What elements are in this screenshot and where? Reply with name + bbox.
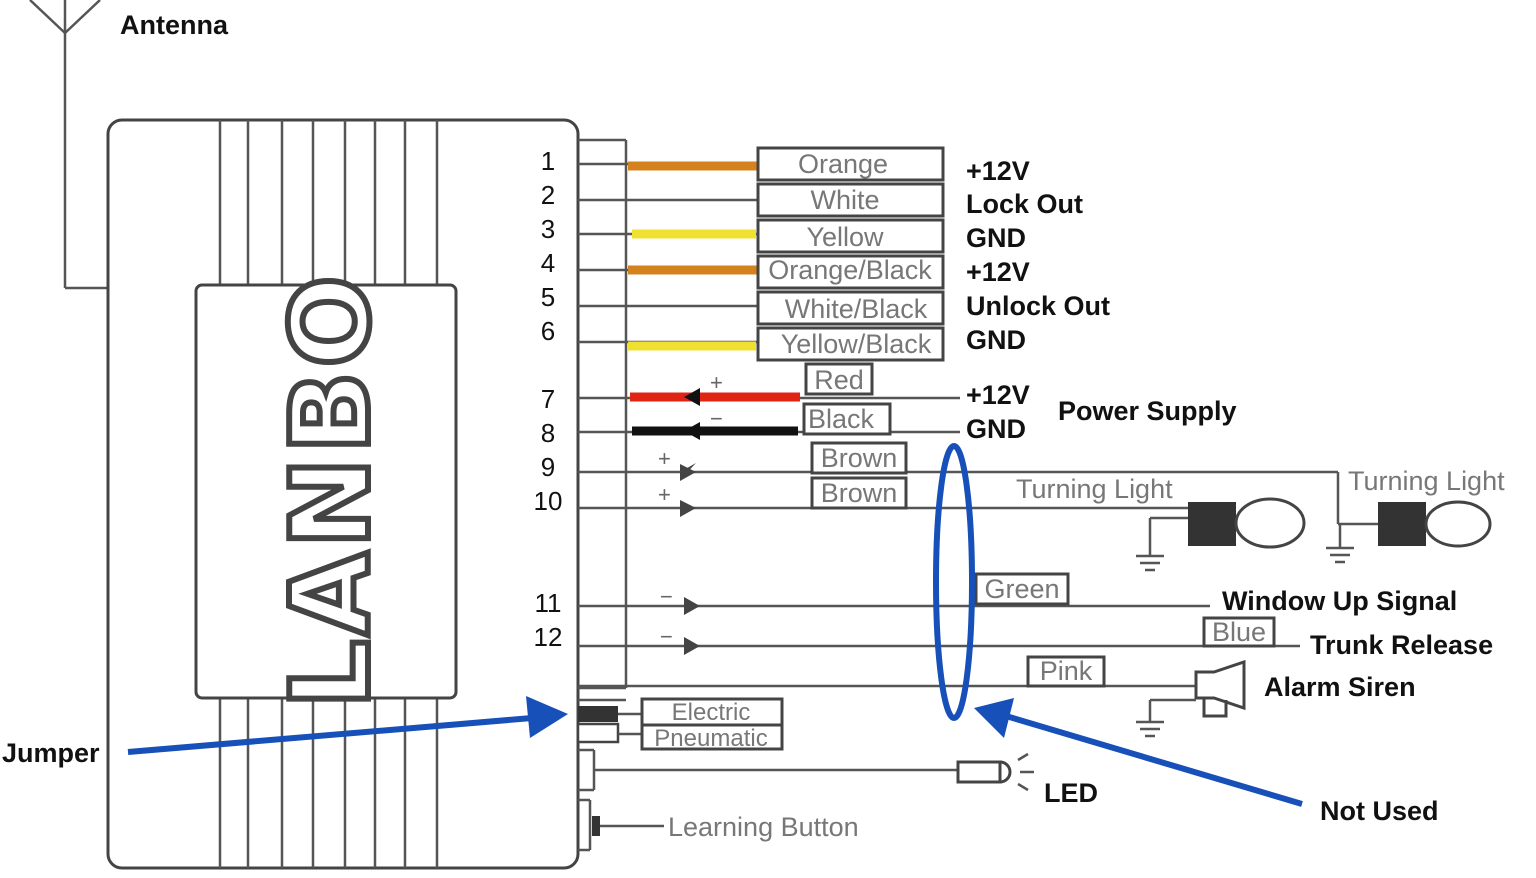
- brand-logo: LANBO: [269, 272, 394, 709]
- pin-number: 12: [534, 622, 563, 652]
- pneumatic-option-box: [640, 723, 784, 751]
- electric-option-box: [640, 697, 784, 727]
- pin-function: GND: [966, 223, 1026, 253]
- wire-color-label: White: [810, 185, 879, 215]
- arrow-icon: [684, 637, 700, 655]
- siren-icon: [1136, 659, 1246, 738]
- wire-color-label: Brown: [821, 443, 898, 473]
- antenna-label: Antenna: [120, 10, 229, 40]
- pin-number: 1: [541, 146, 555, 176]
- led-wiring: [578, 748, 960, 792]
- arrow-icon: [684, 597, 700, 615]
- pin-function: +12V: [966, 257, 1030, 287]
- pin-number: 5: [541, 282, 555, 312]
- pin-number: 3: [541, 214, 555, 244]
- wire-color-label: Green: [984, 574, 1059, 604]
- wire-label-box: [756, 218, 945, 254]
- polarity-sign: −: [660, 624, 673, 649]
- module-top-stripes: [218, 120, 439, 285]
- pin-number: 7: [541, 384, 555, 414]
- wire-label-box: [1202, 616, 1276, 648]
- connector-header: [578, 138, 628, 702]
- turning-light-label: Turning Light: [1016, 474, 1173, 504]
- led-icon: [956, 752, 1034, 792]
- pin-function: GND: [966, 325, 1026, 355]
- polarity-sign: +: [658, 482, 671, 507]
- learning-button-icon: [578, 798, 664, 852]
- arrow-icon: [680, 500, 696, 517]
- wire-color-label: Brown: [821, 478, 898, 508]
- polarity-sign: −: [660, 584, 673, 609]
- power-supply-label: Power Supply: [1058, 396, 1237, 426]
- pin-number: 8: [541, 418, 555, 448]
- wire-label-box: [756, 326, 945, 362]
- alarm-siren-label: Alarm Siren: [1264, 672, 1416, 702]
- not-used-highlight: [933, 443, 975, 721]
- wire-label-box: [756, 182, 945, 218]
- module-label-panel: [194, 283, 458, 700]
- wire-color-label: Blue: [1212, 617, 1266, 647]
- pink-wire-label: Pink: [1040, 656, 1093, 686]
- pin-number: 2: [541, 180, 555, 210]
- wire-color-label: Yellow: [806, 222, 884, 252]
- learning-button-label: Learning Button: [668, 812, 859, 842]
- antenna-icon: [29, 0, 108, 290]
- wire-label-box: [810, 441, 908, 475]
- polarity-sign: +: [710, 370, 723, 395]
- wire-color-label: White/Black: [785, 294, 928, 324]
- pin-number: 10: [534, 486, 563, 516]
- pin-function: Unlock Out: [966, 291, 1110, 321]
- wire-label-box: [802, 402, 892, 436]
- wires-1-6: [578, 162, 758, 344]
- wire-label-box: [756, 290, 945, 326]
- pin-function: GND: [966, 414, 1026, 444]
- wire-label-box: [756, 146, 945, 182]
- polarity-sign: +: [658, 446, 671, 471]
- pin-function: Lock Out: [966, 189, 1083, 219]
- pin-function: +12V: [966, 156, 1030, 186]
- wire-color-label: Black: [808, 404, 875, 434]
- arrow-icon: [684, 388, 700, 406]
- wire-label-box: [804, 362, 874, 396]
- wire-color-label: Orange: [798, 149, 888, 179]
- wire-label-box: [810, 476, 908, 510]
- not-used-label: Not Used: [1320, 796, 1439, 826]
- pin-number: 4: [541, 248, 555, 278]
- electric-label: Electric: [672, 699, 751, 726]
- polarity-sign: −: [710, 406, 723, 431]
- turning-light-icon: [1136, 497, 1306, 572]
- pin-number: 11: [535, 588, 562, 618]
- pneumatic-label: Pneumatic: [654, 725, 767, 752]
- wire-color-label: Red: [814, 365, 864, 395]
- pin-function: Trunk Release: [1310, 630, 1493, 660]
- pin-function: +12V: [966, 380, 1030, 410]
- arrow-icon: [684, 422, 700, 440]
- arrow-icon: [680, 463, 696, 481]
- wire-label-box: [756, 254, 945, 290]
- not-used-arrow: [974, 698, 1303, 807]
- wire-color-label: Yellow/Black: [781, 329, 932, 359]
- jumper-label: Jumper: [2, 738, 100, 768]
- window-up-label: Window Up Signal: [1222, 586, 1457, 616]
- turning-light-icon: [1326, 500, 1492, 564]
- wire-color-label: Orange/Black: [768, 255, 932, 285]
- wire-label-box: [974, 572, 1070, 606]
- wire-label-box: [1026, 655, 1106, 688]
- pin-number: 9: [541, 452, 555, 482]
- jumper-block: [576, 706, 642, 744]
- turning-light-label: Turning Light: [1348, 466, 1505, 496]
- led-label: LED: [1044, 778, 1098, 808]
- jumper-arrow: [127, 696, 568, 755]
- pin-number: 6: [541, 316, 555, 346]
